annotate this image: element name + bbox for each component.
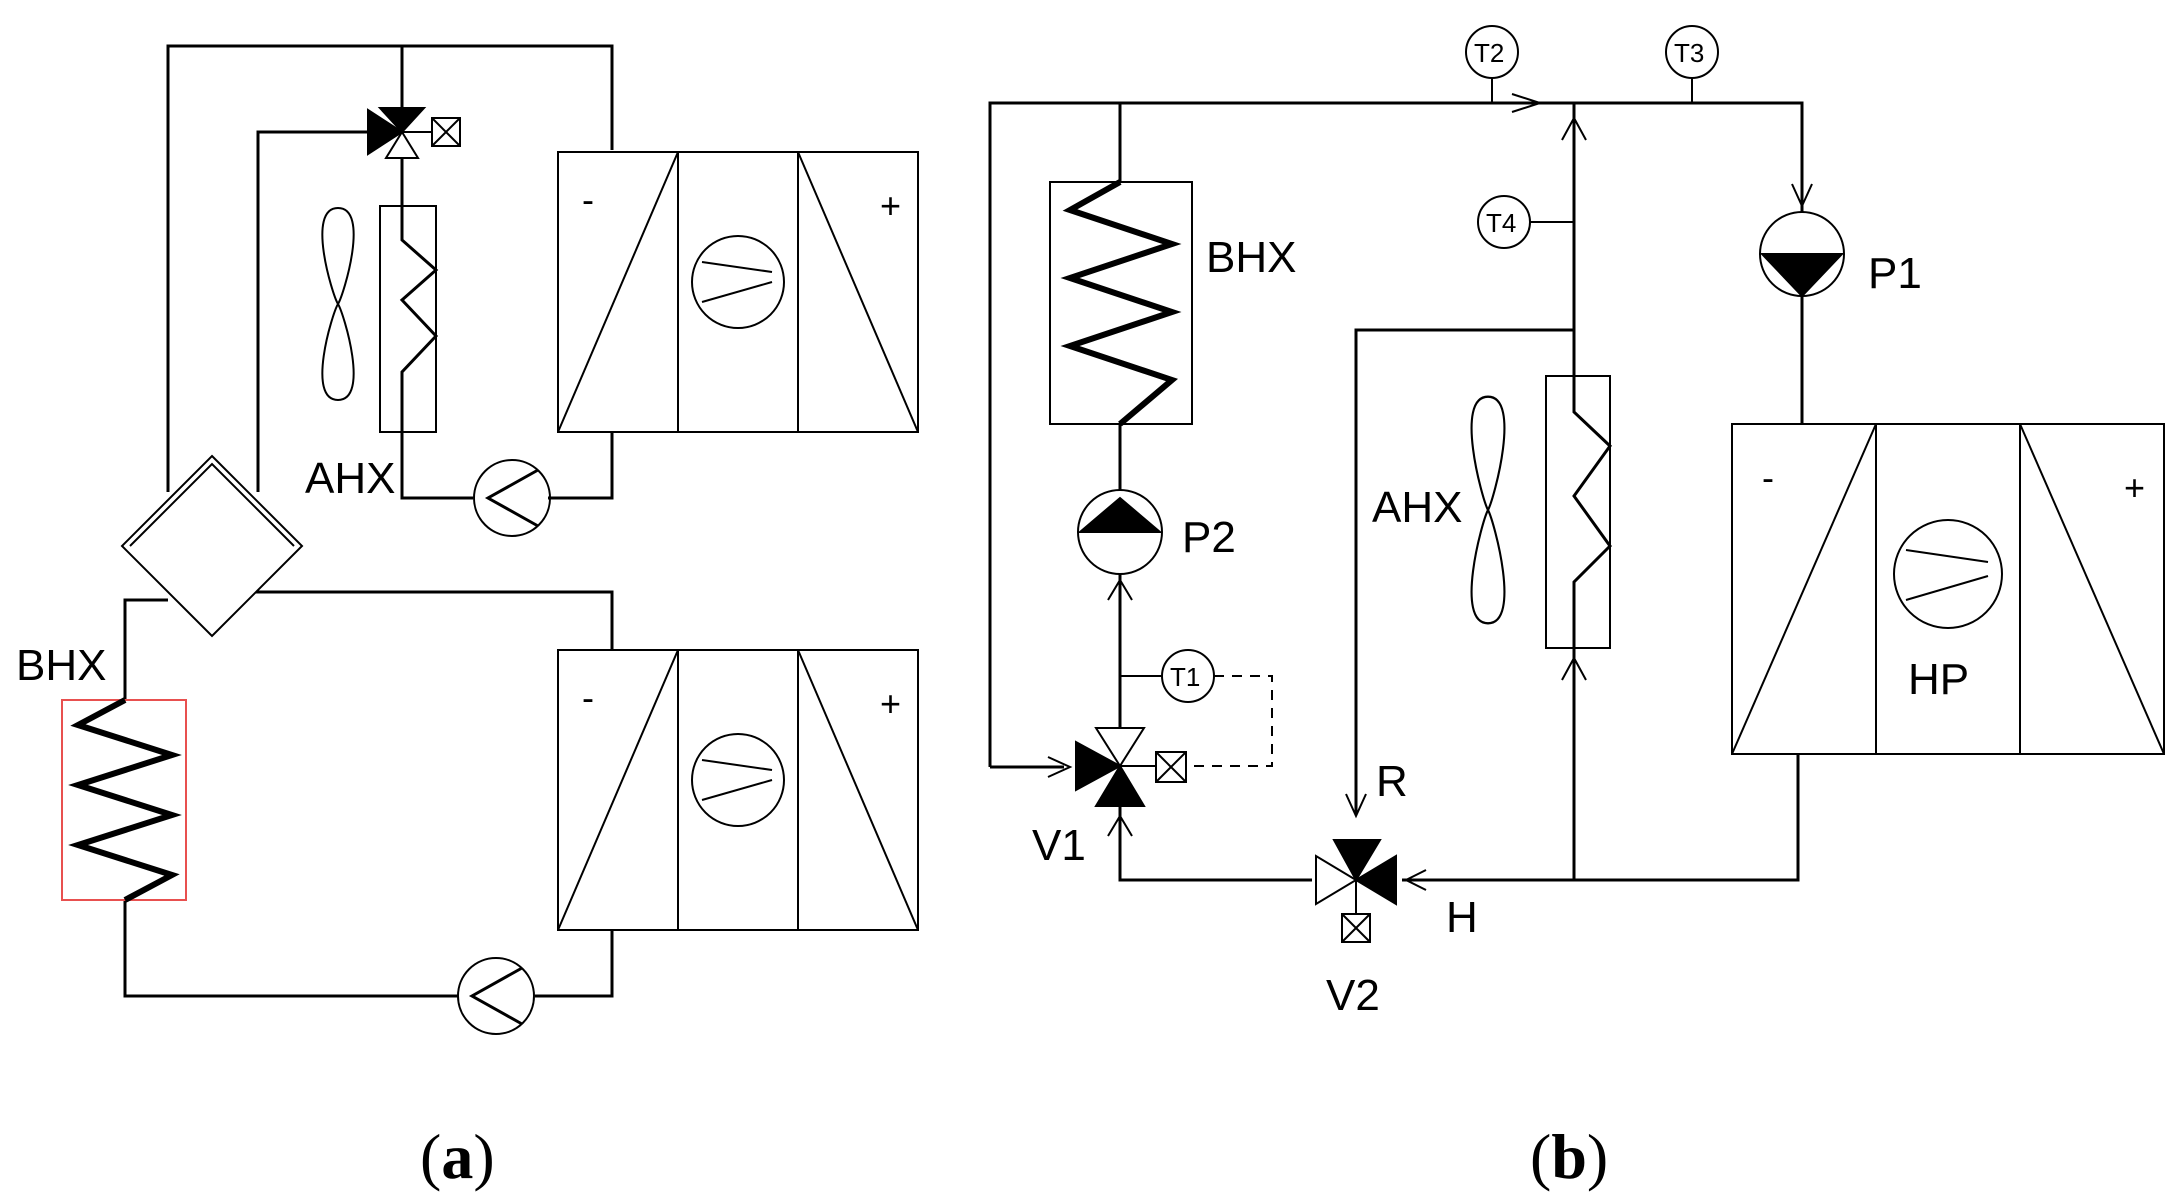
- hp-plus-sign: +: [880, 185, 901, 226]
- pump-icon: [456, 956, 536, 1036]
- ahx-exchanger-icon: [1545, 375, 1612, 649]
- v2-label: V2: [1326, 971, 1380, 1020]
- heat-pump-top: - +: [557, 151, 919, 433]
- svg-text:T2: T2: [1474, 38, 1504, 68]
- sensor-t4: T4: [1477, 195, 1574, 249]
- p1-label: P1: [1868, 249, 1922, 298]
- ahx-label: AHX: [1372, 483, 1462, 532]
- supply-header-pipe: [988, 101, 1804, 767]
- svg-text:T3: T3: [1674, 38, 1704, 68]
- heat-pump: - + HP: [1731, 423, 2165, 755]
- fan-icon: [321, 207, 355, 401]
- r-port-label: R: [1376, 757, 1408, 806]
- top-loop-outer-pipe: [166, 44, 614, 492]
- pump-p2-icon: [1077, 489, 1163, 575]
- ahx-exchanger-icon: [379, 205, 439, 433]
- valve-v2-icon: [1315, 839, 1397, 943]
- svg-text:T1: T1: [1170, 662, 1200, 692]
- panel-a: AHX - + BHX - +: [16, 44, 919, 1192]
- bhx-label: BHX: [1206, 233, 1296, 282]
- pump-p1-icon: [1759, 211, 1845, 298]
- h-port-label: H: [1446, 893, 1478, 942]
- bottom-loop-pipe: [123, 598, 168, 700]
- bhx-label: BHX: [16, 641, 106, 690]
- sensor-t1: T1: [1120, 649, 1273, 767]
- pump-icon: [472, 458, 552, 538]
- heat-pump-bottom: - +: [557, 649, 919, 931]
- hp-plus-sign: +: [2124, 467, 2145, 508]
- bhx-exchanger-icon: [61, 697, 187, 903]
- svg-text:T4: T4: [1486, 208, 1516, 238]
- plate-heat-exchanger-icon: [120, 454, 304, 638]
- panel-a-caption: (a): [420, 1121, 495, 1192]
- panel-b-caption: (b): [1530, 1121, 1608, 1192]
- bhx-exchanger-icon: [1049, 179, 1193, 427]
- v1-label: V1: [1032, 821, 1086, 870]
- sensor-t3: T3: [1665, 25, 1719, 103]
- hp-minus-sign: -: [1762, 457, 1774, 498]
- ahx-label: AHX: [305, 454, 395, 503]
- fan-icon: [1470, 395, 1506, 625]
- hp-minus-sign: -: [582, 677, 594, 718]
- hp-label: HP: [1908, 655, 1969, 704]
- valve-v1-icon: [1075, 727, 1187, 807]
- hp-minus-sign: -: [582, 179, 594, 220]
- top-loop-inner-pipe: [256, 130, 370, 492]
- panel-b: T2 T3 BHX P2 T1: [988, 25, 2165, 1192]
- hp-plus-sign: +: [880, 683, 901, 724]
- three-way-valve-icon: [367, 107, 461, 159]
- ahx-return-pipe: [1354, 103, 1576, 814]
- p2-label: P2: [1182, 513, 1236, 562]
- sensor-t2: T2: [1465, 25, 1519, 103]
